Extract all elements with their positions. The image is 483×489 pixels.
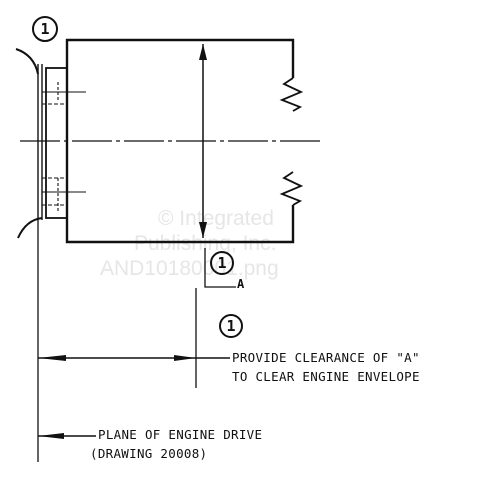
clearance-note-line-1: PROVIDE CLEARANCE OF "A" xyxy=(232,350,420,365)
callout-subscript: A xyxy=(237,277,245,291)
clearance-dimension xyxy=(38,355,230,361)
watermark: © Integrated Publishing, Inc. AND1018000… xyxy=(100,207,279,280)
callout-number: 1 xyxy=(226,317,235,335)
clearance-arrow-right xyxy=(174,355,196,361)
flange-curve-bottom xyxy=(17,217,43,239)
break-line-lower xyxy=(279,171,304,206)
callout-number: 1 xyxy=(217,254,226,272)
watermark-line-3: AND10180001.png xyxy=(100,257,279,280)
callout-number: 1 xyxy=(40,20,49,38)
clearance-note-line-2: TO CLEAR ENGINE ENVELOPE xyxy=(232,369,420,384)
dimension-arrow-down xyxy=(199,222,207,238)
mounting-flange xyxy=(15,48,86,239)
watermark-line-2: Publishing, Inc. xyxy=(134,232,276,255)
callout-1-top-left: 1 xyxy=(32,16,58,42)
plane-leader xyxy=(38,433,96,439)
dimension-arrow-up xyxy=(199,44,207,60)
watermark-line-1: © Integrated xyxy=(158,207,274,230)
callout-1-lower: 1 xyxy=(219,314,243,338)
plane-leader-arrow xyxy=(38,433,64,439)
break-line-upper xyxy=(279,77,304,112)
plane-note-line-1: PLANE OF ENGINE DRIVE xyxy=(98,427,262,442)
flange-curve-top xyxy=(15,48,39,75)
clearance-arrow-left xyxy=(38,355,66,361)
vertical-dimension xyxy=(199,44,207,238)
callout-1a-center: 1 A xyxy=(204,248,245,291)
plane-note-line-2: (DRAWING 20008) xyxy=(90,446,207,461)
